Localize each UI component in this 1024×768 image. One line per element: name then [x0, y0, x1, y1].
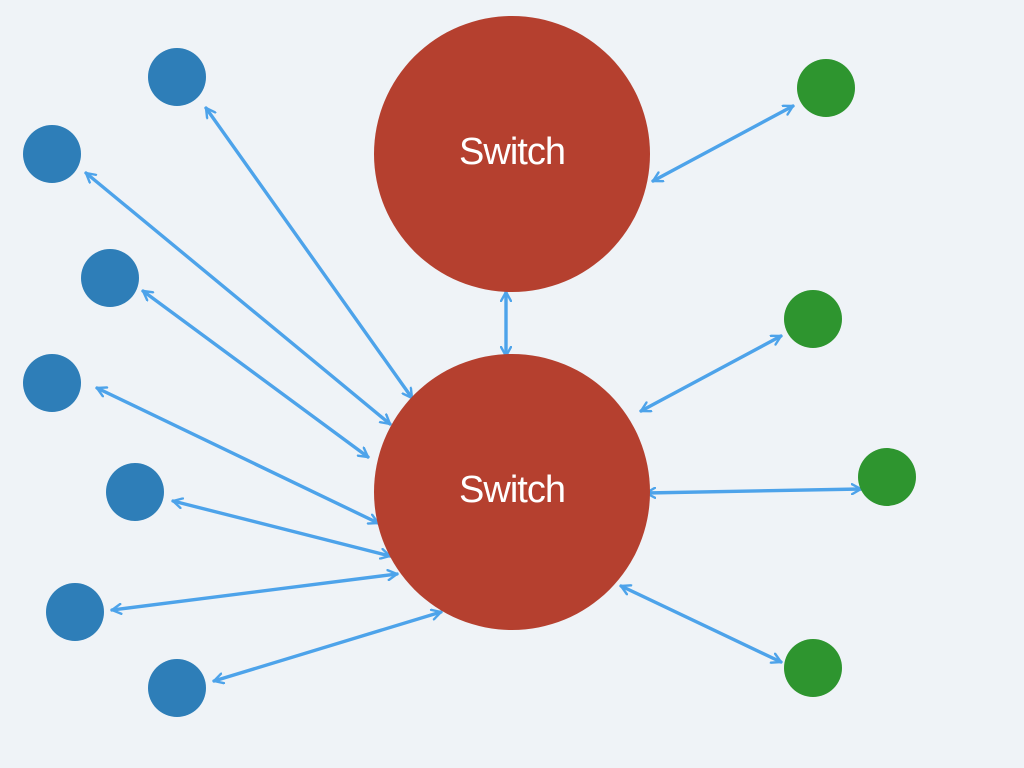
left-node-2	[23, 125, 81, 183]
right-node-4	[784, 639, 842, 697]
left-nodes	[23, 48, 206, 717]
left-node-1	[148, 48, 206, 106]
switch-bottom-label: Switch	[459, 469, 565, 511]
right-nodes	[784, 59, 916, 697]
link-left-node-3	[141, 289, 370, 459]
switch-top-circle	[374, 16, 650, 292]
right-node-1	[797, 59, 855, 117]
left-node-7	[148, 659, 206, 717]
link-right-node-1	[651, 104, 795, 183]
left-node-3	[81, 249, 139, 307]
left-node-6	[46, 583, 104, 641]
left-node-4	[23, 354, 81, 412]
link-right-node-4	[619, 586, 783, 662]
link-right-node-3	[644, 489, 863, 493]
switch-bottom-circle	[374, 354, 650, 630]
switch-bottom: Switch	[374, 354, 650, 630]
left-node-5	[106, 463, 164, 521]
switch-top-label: Switch	[459, 131, 565, 173]
right-node-2	[784, 290, 842, 348]
link-left-node-7	[212, 612, 443, 681]
right-node-3	[858, 448, 916, 506]
link-left-node-2	[84, 171, 392, 426]
switch-top: Switch	[374, 16, 650, 292]
link-right-node-2	[639, 334, 783, 413]
connections	[84, 104, 863, 681]
link-left-node-5	[171, 501, 392, 556]
link-left-node-6	[110, 574, 399, 610]
